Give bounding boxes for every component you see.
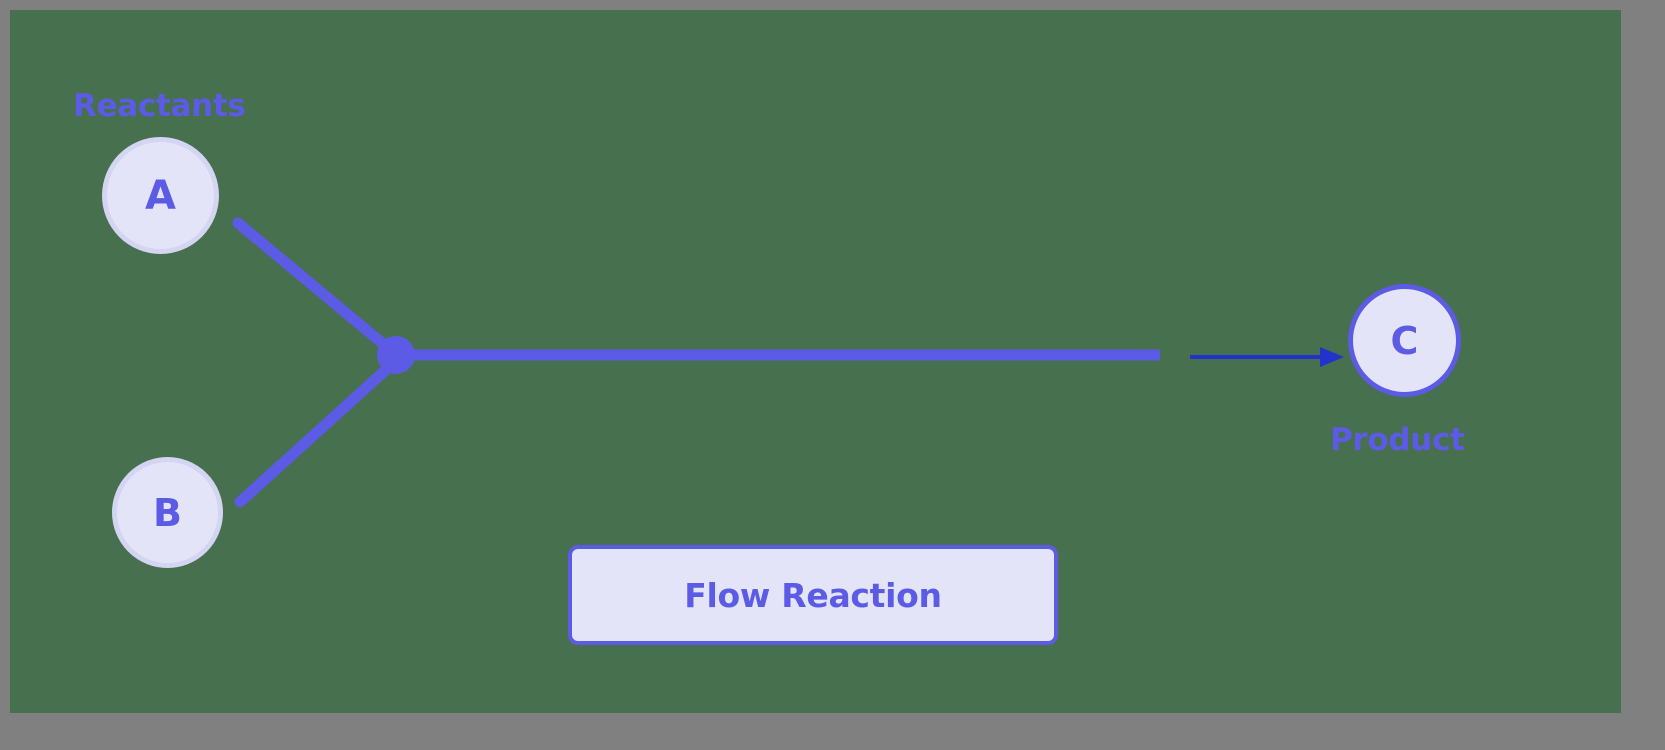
edge-b-to-junction (234, 362, 394, 508)
merge-node-dot (377, 336, 415, 374)
arrowhead-icon (1320, 347, 1344, 367)
product-caption: Product (1330, 422, 1465, 458)
node-b-label: B (153, 490, 182, 535)
flow-reaction-label: Flow Reaction (684, 575, 942, 615)
node-a[interactable]: A (102, 137, 219, 254)
reactants-caption: Reactants (73, 88, 246, 124)
flow-reaction-box[interactable]: Flow Reaction (568, 545, 1058, 645)
node-c[interactable]: C (1348, 284, 1461, 397)
node-a-label: A (145, 172, 176, 219)
node-b[interactable]: B (112, 457, 223, 568)
node-c-label: C (1390, 318, 1419, 363)
diagram-canvas: Reactants A B C Product Flow Reaction (10, 10, 1621, 713)
edge-a-to-junction (232, 217, 394, 354)
